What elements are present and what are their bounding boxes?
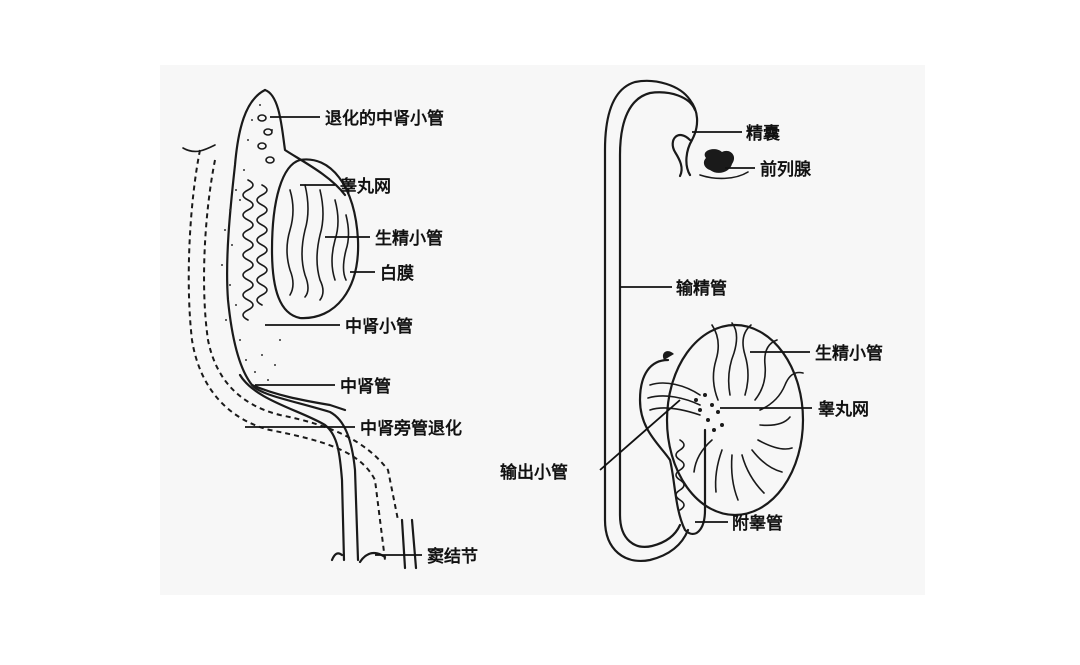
vas-deferens-shape <box>603 79 692 563</box>
prostate-base <box>699 171 749 180</box>
top-left-curve <box>182 144 216 153</box>
label-mesonephric-duct: 中肾管 <box>340 376 391 397</box>
right-leader-lines <box>599 131 812 523</box>
label-prostate: 前列腺 <box>760 159 812 180</box>
label-epididymal-duct: 附睾管 <box>732 513 783 534</box>
mesonephros-outline <box>226 88 347 412</box>
vas-deferens-shape-inner <box>618 91 697 548</box>
left-leader-lines <box>245 116 422 556</box>
label-sinus-tubercle: 窦结节 <box>427 546 478 567</box>
epididymal-duct-shape <box>675 439 685 511</box>
label-paramesonephric-duct-degeneration: 中肾旁管退化 <box>360 418 462 439</box>
degenerated-tubules-shape <box>257 114 275 164</box>
mesonephros-inner-outline <box>263 88 347 197</box>
appendix-mark <box>662 351 674 360</box>
sinus-base <box>330 518 418 570</box>
right-figure <box>603 79 805 563</box>
paramesonephric-duct-dashed <box>187 149 386 561</box>
ejaculatory-duct-shape <box>685 98 699 177</box>
mesonephric-tubules-shape <box>242 179 254 321</box>
diagram-background <box>160 65 925 595</box>
stipple-dots <box>221 104 281 381</box>
label-seminiferous-tubules-left: 生精小管 <box>375 228 443 249</box>
label-rete-testis-left: 睾丸网 <box>340 176 391 197</box>
label-rete-testis-right: 睾丸网 <box>818 399 869 420</box>
label-tunica-albuginea: 白膜 <box>380 263 414 284</box>
label-efferent-ductules: 输出小管 <box>500 462 568 483</box>
testis-outline <box>270 158 360 320</box>
label-degenerated-mesonephric-tubules: 退化的中肾小管 <box>325 108 444 129</box>
seminiferous-tubules-shape <box>286 184 350 301</box>
mesonephric-duct-shape <box>250 383 360 562</box>
prostate-shape <box>703 149 735 173</box>
mesonephric-duct-shape-2 <box>238 373 346 562</box>
efferent-ductules-shape <box>647 382 701 416</box>
left-figure <box>182 88 418 570</box>
label-seminiferous-tubules-right: 生精小管 <box>815 343 883 364</box>
label-seminal-vesicle: 精囊 <box>746 123 780 144</box>
seminiferous-tubules-right-shape <box>693 322 804 501</box>
seminal-vesicle-shape <box>671 134 692 178</box>
epididymis-outline <box>638 358 707 535</box>
testis-right-outline <box>665 323 805 517</box>
mesonephric-tubules-shape-2 <box>256 184 268 306</box>
label-mesonephric-tubules: 中肾小管 <box>345 316 413 337</box>
rete-testis-dots <box>694 393 724 432</box>
label-vas-deferens: 输精管 <box>676 278 727 299</box>
